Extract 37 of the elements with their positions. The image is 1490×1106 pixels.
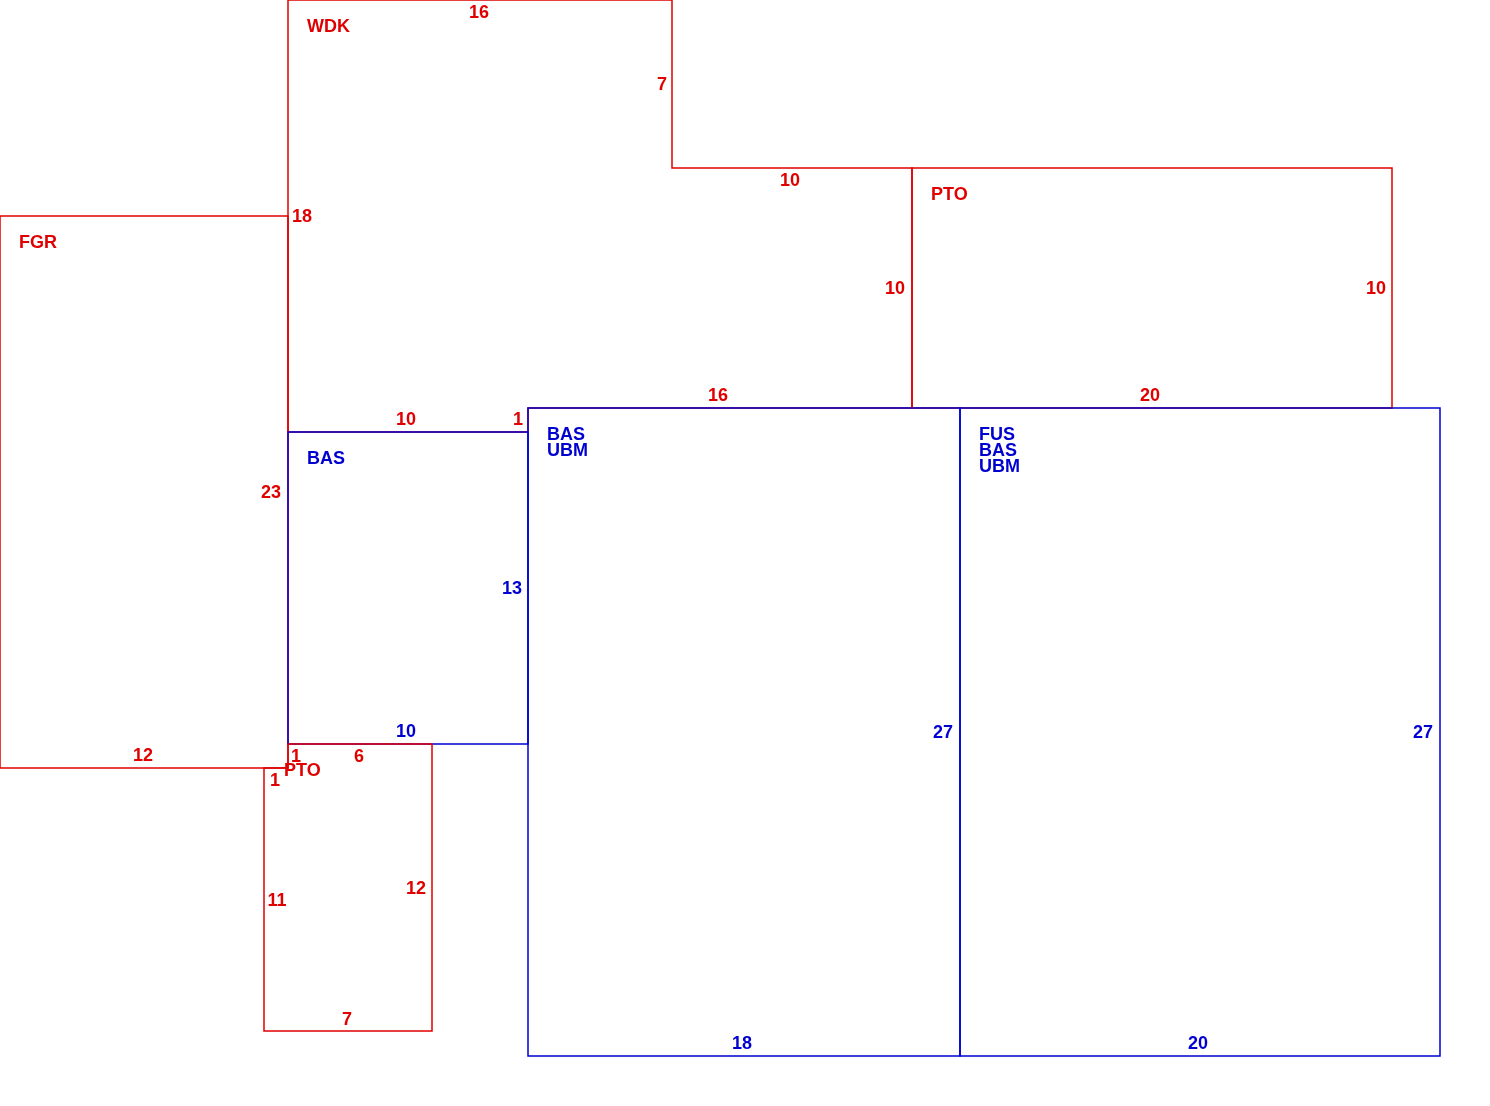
room-outline [528,408,960,1056]
room-label: UBM [547,442,588,458]
dimension-label: 16 [469,1,489,23]
room-label: BAS [979,442,1017,458]
dimension-label: 20 [1188,1032,1208,1054]
dimension-label: 20 [1140,384,1160,406]
dimension-label: 10 [396,408,416,430]
dimension-label: 7 [342,1008,352,1030]
dimension-label: 23 [261,481,281,503]
dimension-label: 11 [267,889,287,911]
dimension-label: 18 [292,205,312,227]
dimension-label: 7 [657,73,667,95]
dimension-label: 10 [1366,277,1386,299]
dimension-label: 12 [133,744,153,766]
room-outline [960,408,1440,1056]
room-outline [264,744,432,1031]
room-label: PTO [931,186,968,202]
room-label: UBM [979,458,1020,474]
room-label: FGR [19,234,57,250]
dimension-label: 12 [406,877,426,899]
dimension-label: 27 [1413,721,1433,743]
dimension-label: 16 [708,384,728,406]
room-label: BAS [547,426,585,442]
dimension-label: 1 [270,769,280,791]
room-label: BAS [307,450,345,466]
dimension-label: 27 [933,721,953,743]
dimension-label: 6 [354,745,364,767]
dimension-label: 1 [513,408,523,430]
room-outline [288,432,528,744]
dimension-label: 10 [396,720,416,742]
dimension-label: 10 [780,169,800,191]
room-label: WDK [307,18,350,34]
room-outline [912,168,1392,408]
room-label: FUS [979,426,1015,442]
dimension-label: 10 [885,277,905,299]
dimension-label: 13 [502,577,522,599]
dimension-label: 18 [732,1032,752,1054]
